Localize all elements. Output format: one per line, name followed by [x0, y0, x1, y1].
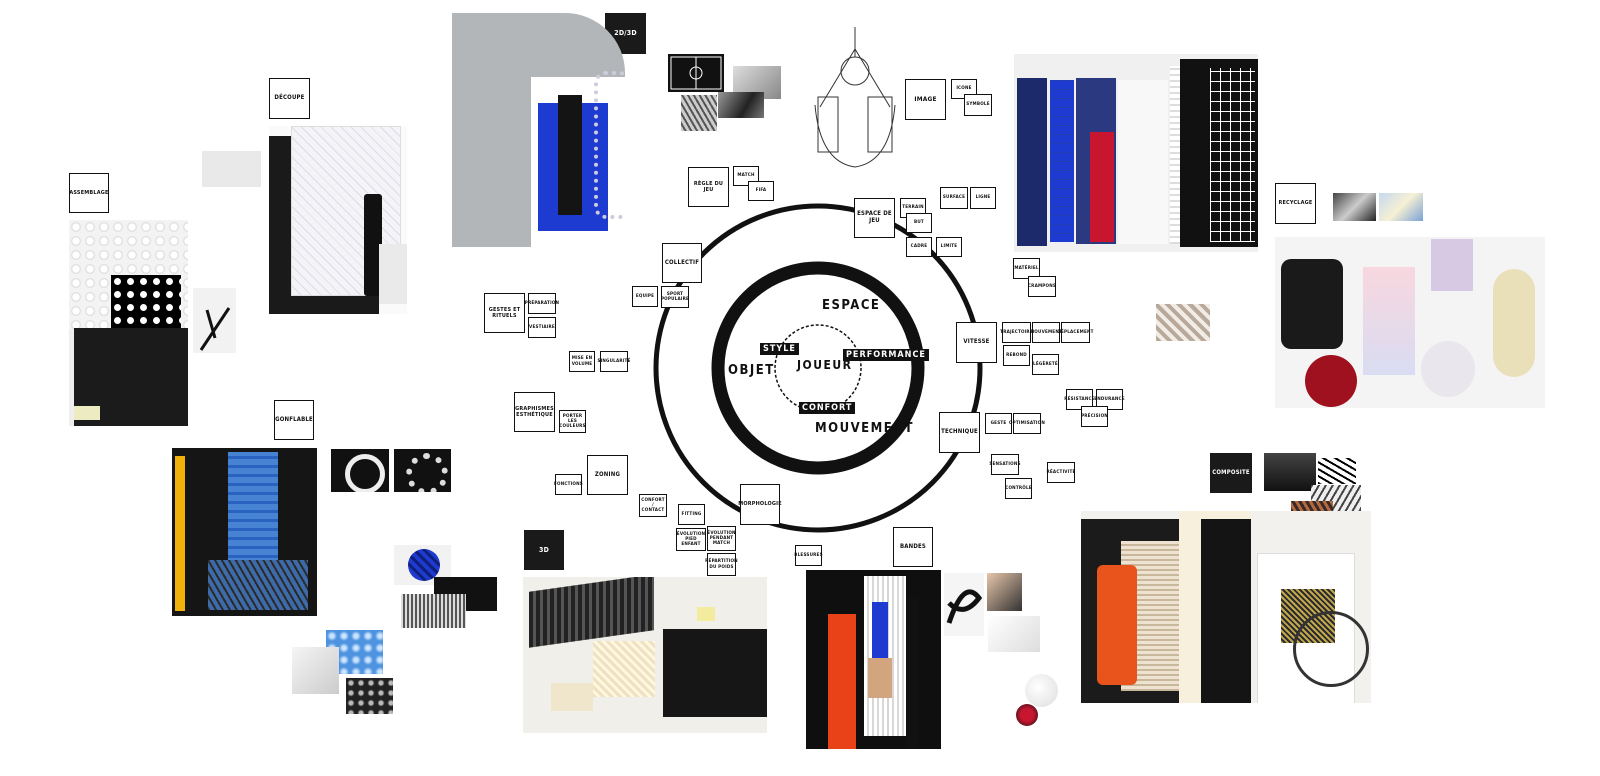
- label-decoupe: DÉCOUPE: [269, 78, 310, 119]
- node-blessures: BLESSURES: [794, 545, 823, 566]
- center-espace: ESPACE: [822, 298, 881, 313]
- 3d-print-board-photo: [523, 577, 767, 733]
- node-porter-les-couleurs: PORTER LES COULEURS: [559, 410, 586, 433]
- node-espace-de-jeu: ESPACE DE JEU: [854, 198, 895, 238]
- node-surface: SURFACE: [940, 187, 968, 209]
- white-ball-photo: [1025, 674, 1058, 707]
- node-fitting: FITTING: [678, 504, 705, 525]
- node-rebond: REBOND: [1003, 345, 1030, 366]
- label-assemblage: ASSEMBLAGE: [69, 173, 109, 213]
- bands-board-photo: [806, 570, 941, 749]
- metal-mesh-photo: [401, 594, 466, 628]
- node-singularite: SINGULARITÉ: [597, 351, 630, 372]
- carbon-weave-photo: [1318, 458, 1356, 484]
- assemblage-board-photo: [69, 220, 188, 426]
- lattice-sample-photo: [1156, 304, 1210, 341]
- decoupe-sample-photo: [202, 151, 261, 187]
- strap-detail-photo: [193, 288, 236, 353]
- node-resistance: RÉSISTANCE: [1064, 389, 1095, 410]
- label-3d: 3D: [524, 530, 564, 570]
- node-vestiaire: VESTIAIRE: [528, 317, 556, 338]
- lattice-ring-photo: [394, 449, 451, 492]
- recycled-shreds-photo: [1333, 193, 1376, 221]
- node-sensations: SENSATIONS: [989, 454, 1021, 475]
- clear-form-photo: [292, 647, 339, 694]
- node-limite: LIMITE: [936, 237, 962, 257]
- center-style: STYLE: [760, 343, 799, 355]
- node-evolution-pied: ÉVOLUTION PIED ENFANT: [676, 528, 706, 551]
- node-graphismes: GRAPHISMES ESTHÉTIQUE: [514, 392, 555, 432]
- node-deplacement: DÉPLACEMENT: [1057, 322, 1094, 343]
- football-pitch-photo: [668, 54, 724, 92]
- hex-cushion-photo: [346, 678, 393, 714]
- decoupe-board-photo: [269, 126, 407, 314]
- node-materiel: MATÉRIEL: [1013, 258, 1040, 279]
- recycled-blue-shreds-photo: [1379, 193, 1423, 221]
- node-confort-contact: CONFORT / CONTACT: [639, 494, 667, 517]
- pitch-sketch-drawing: [814, 27, 896, 168]
- node-regle-du-jeu: RÈGLE DU JEU: [688, 167, 729, 207]
- node-sport-populaire: SPORT POPULAIRE: [661, 286, 689, 308]
- felt-board-photo: [452, 13, 625, 247]
- node-trajectoire: TRAJECTOIRE: [1000, 322, 1033, 343]
- composite-board-photo: [1081, 511, 1371, 703]
- node-zoning: ZONING: [587, 455, 628, 495]
- node-gestes-et-rituels: GESTES ET RITUELS: [484, 293, 525, 333]
- foot-bandage-photo: [987, 573, 1022, 611]
- label-recyclage: RECYCLAGE: [1275, 183, 1316, 224]
- node-controle: CONTRÔLE: [1005, 478, 1032, 499]
- node-ligne: LIGNE: [970, 187, 996, 209]
- black-ring-photo: [331, 449, 389, 492]
- label-composite: COMPOSITE: [1210, 453, 1252, 493]
- label-image: IMAGE: [905, 79, 946, 120]
- center-mouvement: MOUVEMENT: [815, 421, 915, 436]
- node-mise-en-volume: MISE EN VOLUME: [569, 351, 595, 372]
- node-repartition: RÉPARTITION DU POIDS: [705, 553, 738, 576]
- node-geste: GESTE: [985, 413, 1012, 434]
- node-cadre: CADRE: [906, 237, 932, 257]
- node-mouvement: MOUVEMENT: [1030, 322, 1062, 343]
- node-fifa: FIFA: [748, 181, 774, 201]
- node-collectif: COLLECTIF: [662, 243, 702, 283]
- carbon-chair-photo: [1264, 453, 1316, 491]
- node-equipe: EQUIPE: [632, 286, 658, 307]
- node-but: BUT: [906, 213, 932, 233]
- knot-detail-photo: [944, 573, 984, 636]
- label-gonflable: GONFLABLE: [274, 400, 314, 440]
- label-bandes: BANDES: [893, 527, 933, 567]
- shadow-lines-photo: [718, 92, 764, 118]
- center-confort: CONFORT: [799, 402, 856, 414]
- node-reactivite: RÉACTIVITÉ: [1047, 462, 1075, 483]
- center-joueur: JOUEUR: [797, 358, 853, 372]
- node-symbole: SYMBOLE: [964, 94, 992, 116]
- node-preparation: PRÉPARATION: [525, 293, 559, 314]
- node-legerete: LÉGÈRETÉ: [1032, 354, 1059, 375]
- node-endurance: ENDURANCE: [1094, 389, 1125, 410]
- center-performance: PERFORMANCE: [843, 349, 929, 361]
- node-technique: TECHNIQUE: [939, 412, 980, 453]
- node-vitesse: VITESSE: [956, 322, 997, 363]
- node-fonctions: FONCTIONS: [554, 474, 583, 495]
- inflatable-board-photo: [172, 448, 317, 616]
- fabric-swatches-photo: [1014, 54, 1258, 252]
- node-evolution-match: ÉVOLUTION PENDANT MATCH: [707, 526, 736, 551]
- white-form-photo: [988, 616, 1040, 652]
- node-precision: PRÉCISION: [1081, 406, 1108, 427]
- center-objet: OBJET: [728, 363, 775, 378]
- node-optimisation: OPTIMISATION: [1009, 413, 1045, 434]
- recycled-materials-photo: [1275, 237, 1545, 408]
- node-crampons: CRAMPONS: [1028, 276, 1056, 297]
- outer-ring: [653, 203, 983, 533]
- node-morphologie: MORPHOLOGIE: [738, 484, 782, 525]
- fold-pattern-photo: [681, 95, 717, 131]
- middle-ring: [711, 261, 925, 475]
- red-ball-photo: [1016, 704, 1038, 726]
